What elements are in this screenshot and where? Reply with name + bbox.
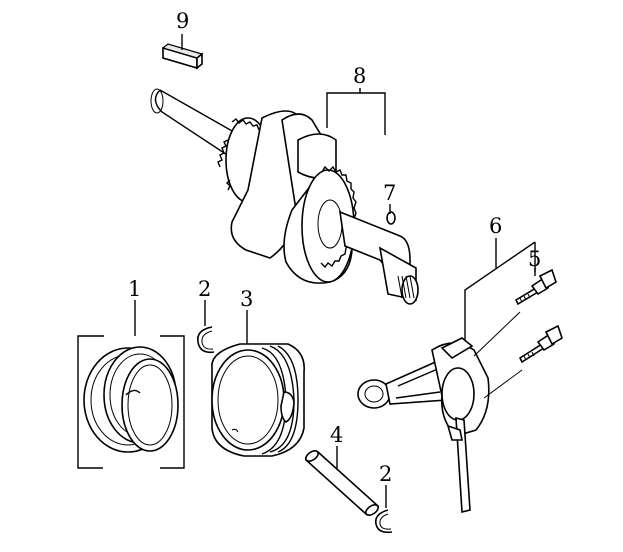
connecting-rod-bolt-lower — [518, 324, 563, 364]
leader-lines — [134, 34, 536, 508]
piston-pin-part — [304, 450, 380, 516]
callout-5: 5 — [528, 247, 541, 271]
piston-pin-clip-lower — [374, 509, 393, 534]
piston-pin-clip-upper — [196, 326, 215, 354]
piston-part — [211, 343, 305, 457]
crankshaft-thread — [397, 275, 419, 305]
piston-ring-set-part — [77, 335, 185, 469]
callout-9: 9 — [176, 9, 189, 33]
callout-2-lower: 2 — [379, 462, 392, 486]
crankshaft-key-part — [386, 211, 396, 225]
callout-3: 3 — [240, 287, 253, 311]
callout-1: 1 — [128, 277, 141, 301]
callout-6: 6 — [489, 214, 502, 238]
callout-8: 8 — [353, 64, 366, 88]
callout-4: 4 — [330, 423, 343, 447]
crankshaft-part — [150, 88, 419, 305]
callout-7: 7 — [383, 181, 396, 205]
woodruff-key-part — [161, 43, 204, 70]
callout-2-upper: 2 — [198, 277, 211, 301]
connecting-rod-bolt-upper — [514, 268, 557, 306]
callout-labels: 9 8 7 6 5 1 2 3 4 2 — [128, 9, 541, 486]
connecting-rod-part — [357, 337, 490, 514]
